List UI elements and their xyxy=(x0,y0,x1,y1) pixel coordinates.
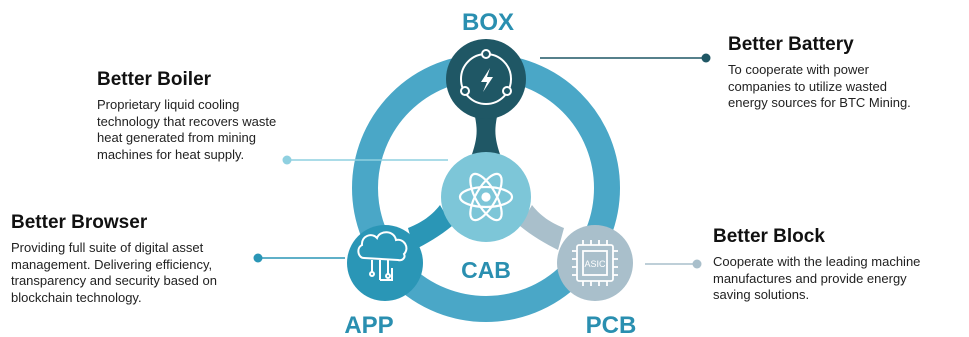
block-line-3: saving solutions. xyxy=(713,287,810,302)
browser-block: Better Browser Providing full suite of d… xyxy=(11,212,261,306)
lightning-icon xyxy=(481,68,493,92)
browser-line-4: blockchain technology. xyxy=(11,289,142,305)
pcb-label: PCB xyxy=(586,312,637,337)
browser-line-3: transparency and security based on xyxy=(11,273,217,288)
battery-line-1: To cooperate with power xyxy=(728,62,869,77)
boiler-line-3: heat generated from mining xyxy=(97,130,256,145)
atom-icon xyxy=(458,172,514,222)
browser-description: Providing full suite of digital asset ma… xyxy=(11,240,261,306)
pcb-node: ASIC xyxy=(557,225,633,301)
battery-title: Better Battery xyxy=(728,34,854,55)
browser-line-1: Providing full suite of digital asset xyxy=(11,240,204,255)
block-connector-dot xyxy=(692,259,702,269)
browser-connector-dot xyxy=(253,253,263,263)
box-label: BOX xyxy=(462,9,514,36)
browser-line-2: management. Delivering efficiency, xyxy=(11,256,213,272)
block-line-1: Cooperate with the leading machine xyxy=(713,254,921,269)
cloud-network-icon xyxy=(357,231,408,281)
battery-connector-dot xyxy=(701,53,711,63)
boiler-block: Better Boiler Proprietary liquid cooling… xyxy=(97,69,297,163)
block-title: Better Block xyxy=(713,226,825,247)
boiler-connector-dot xyxy=(282,155,292,165)
app-node xyxy=(347,225,423,301)
cab-app-bridge xyxy=(408,205,452,250)
battery-line-3: energy sources for BTC Mining. xyxy=(728,95,911,110)
boiler-line-1: Proprietary liquid cooling xyxy=(97,97,240,112)
app-label: APP xyxy=(344,312,393,337)
boiler-line-4: machines for heat supply. xyxy=(97,146,245,162)
battery-block: Better Battery To cooperate with power c… xyxy=(728,34,964,112)
boiler-title: Better Boiler xyxy=(97,69,212,90)
asic-label: ASIC xyxy=(584,259,606,269)
battery-description: To cooperate with power companies to uti… xyxy=(728,62,964,112)
browser-title: Better Browser xyxy=(11,212,148,233)
block-description: Cooperate with the leading machine manuf… xyxy=(713,254,965,304)
battery-line-2: companies to utilize wasted xyxy=(728,78,887,94)
box-node xyxy=(446,39,526,119)
chip-icon xyxy=(572,240,618,286)
boiler-line-2: technology that recovers waste xyxy=(97,113,277,129)
block-block: Better Block Cooperate with the leading … xyxy=(713,226,965,304)
boiler-description: Proprietary liquid cooling technology th… xyxy=(97,97,297,163)
box-cab-bridge xyxy=(470,112,502,160)
block-line-2: manufactures and provide energy xyxy=(713,270,907,286)
cab-pcb-bridge xyxy=(520,205,564,250)
cab-node xyxy=(441,152,531,242)
cab-label: CAB xyxy=(461,257,511,283)
